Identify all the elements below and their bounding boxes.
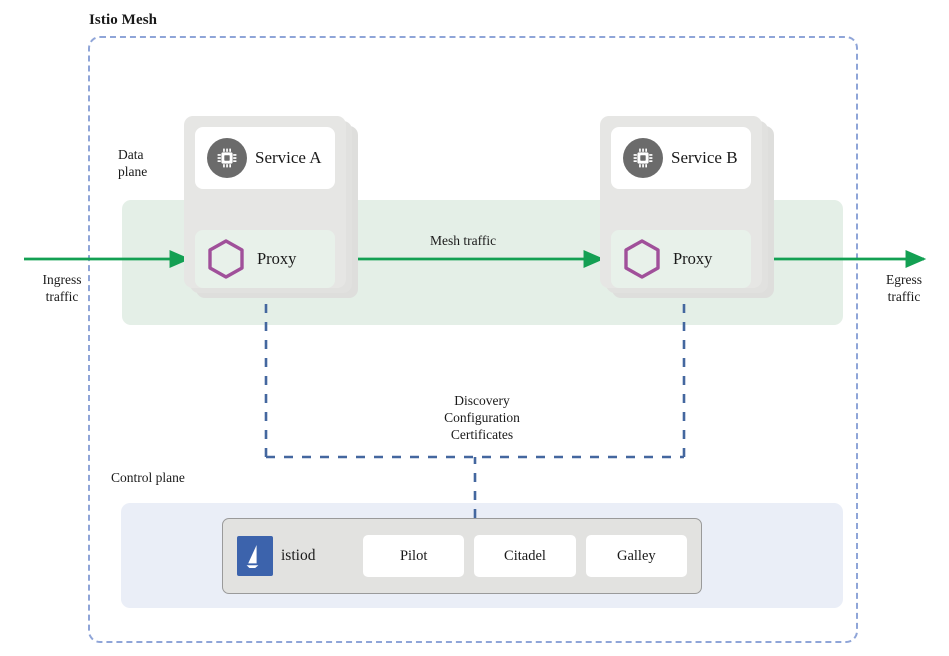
ingress-label-line2: traffic xyxy=(45,289,79,304)
egress-label-line1: Egress xyxy=(886,272,922,287)
egress-traffic-label: Egress traffic xyxy=(868,271,940,305)
service-b-box[interactable]: Service B xyxy=(611,127,751,189)
istiod-brand: istiod xyxy=(237,536,353,576)
istio-sail-logo-icon xyxy=(237,536,273,576)
hexagon-icon xyxy=(621,237,663,281)
chip-icon xyxy=(207,138,247,178)
pod-b-proxy-label: Proxy xyxy=(673,249,713,268)
istiod-label: istiod xyxy=(281,547,316,564)
pod-service-a[interactable]: Service A Proxy xyxy=(184,116,358,298)
control-channel-label: Discovery Configuration Certificates xyxy=(396,392,568,443)
control-channel-line3: Certificates xyxy=(450,427,514,442)
control-plane-component-pilot[interactable]: Pilot xyxy=(363,535,465,577)
pod-service-b[interactable]: Service B Proxy xyxy=(600,116,774,298)
istio-mesh-boundary xyxy=(88,36,858,643)
ingress-traffic-label: Ingress traffic xyxy=(24,271,100,305)
egress-label-line2: traffic xyxy=(887,289,921,304)
istio-mesh-title: Istio Mesh xyxy=(89,12,158,28)
ingress-label-line1: Ingress xyxy=(42,272,82,287)
service-a-label: Service A xyxy=(255,148,322,167)
service-b-label: Service B xyxy=(671,148,738,167)
service-a-box[interactable]: Service A xyxy=(195,127,335,189)
control-plane-component-citadel[interactable]: Citadel xyxy=(474,535,576,577)
data-plane-label-line2: plane xyxy=(118,164,148,179)
data-plane-label: Data plane xyxy=(118,146,178,180)
hexagon-icon xyxy=(205,237,247,281)
control-channel-line1: Discovery xyxy=(454,393,510,408)
chip-icon xyxy=(623,138,663,178)
mesh-traffic-label: Mesh traffic xyxy=(430,233,497,248)
pod-a-proxy-box[interactable]: Proxy xyxy=(195,230,335,288)
istiod-container[interactable]: istiod Pilot Citadel Galley xyxy=(222,518,702,594)
control-channel-line2: Configuration xyxy=(444,410,520,425)
pod-a-proxy-label: Proxy xyxy=(257,249,297,268)
control-plane-label: Control plane xyxy=(111,470,185,485)
control-plane-component-galley[interactable]: Galley xyxy=(585,535,687,577)
pod-b-proxy-box[interactable]: Proxy xyxy=(611,230,751,288)
data-plane-label-line1: Data xyxy=(118,147,144,162)
